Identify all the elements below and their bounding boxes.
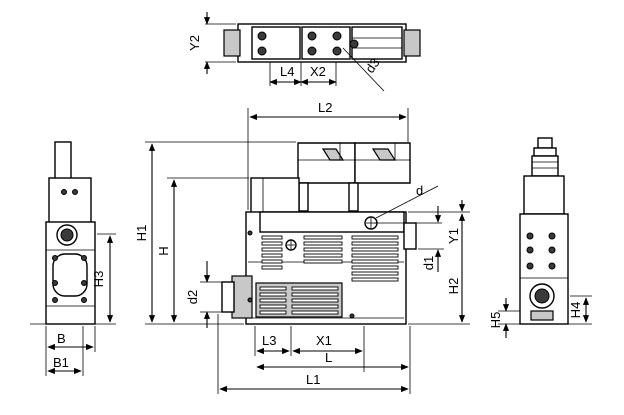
dim-h5: H5	[488, 312, 503, 329]
dim-l1: L1	[306, 372, 320, 387]
upper-ribs	[261, 235, 399, 282]
lower-ribs	[255, 282, 343, 318]
dim-y1: Y1	[446, 228, 461, 244]
top-view	[203, 12, 421, 92]
dim-l4: L4	[280, 64, 294, 79]
front-view	[221, 142, 417, 325]
dim-h4: H4	[568, 302, 583, 319]
dim-l: L	[325, 350, 332, 365]
dim-l2: L2	[318, 100, 332, 115]
dim-b1: B1	[53, 355, 69, 370]
dim-h2: H2	[446, 278, 461, 295]
dim-d1: d1	[421, 256, 436, 270]
front-dimensions	[145, 108, 470, 394]
dim-h3: H3	[91, 271, 106, 288]
dim-x2: X2	[310, 64, 326, 79]
dim-y2: Y2	[187, 35, 202, 51]
dim-d2: d2	[185, 290, 200, 304]
dim-b: B	[57, 331, 66, 346]
right-view	[498, 137, 592, 338]
dim-d: d	[416, 183, 423, 198]
dim-l3: L3	[262, 333, 276, 348]
dim-h1: H1	[134, 225, 149, 242]
left-view	[30, 141, 116, 376]
dim-x1: X1	[316, 333, 332, 348]
dim-d3: d3	[362, 55, 383, 75]
dim-h: H	[156, 246, 171, 255]
